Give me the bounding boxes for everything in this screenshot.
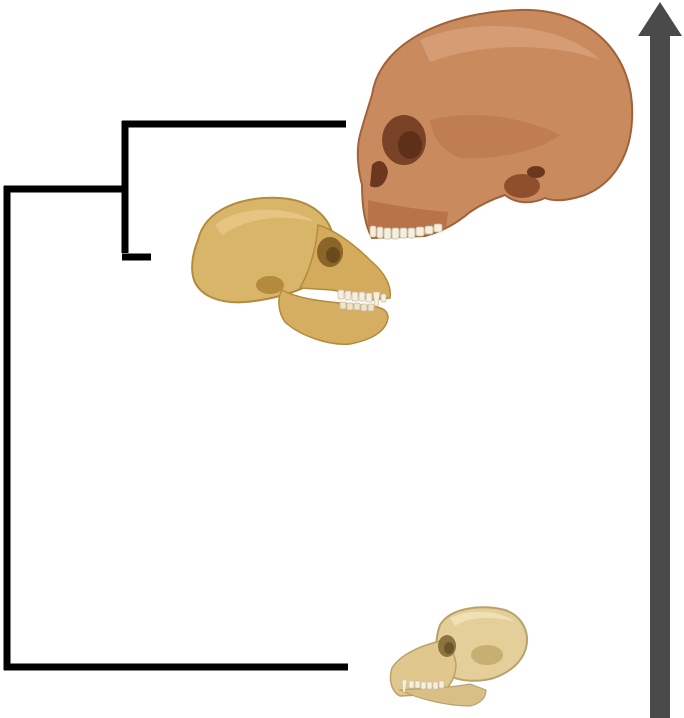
up-arrow-icon: [638, 2, 682, 718]
monkey-skull-icon: [390, 607, 527, 706]
chimpanzee-skull-icon: [192, 198, 390, 344]
human-skull-icon: [358, 10, 632, 239]
